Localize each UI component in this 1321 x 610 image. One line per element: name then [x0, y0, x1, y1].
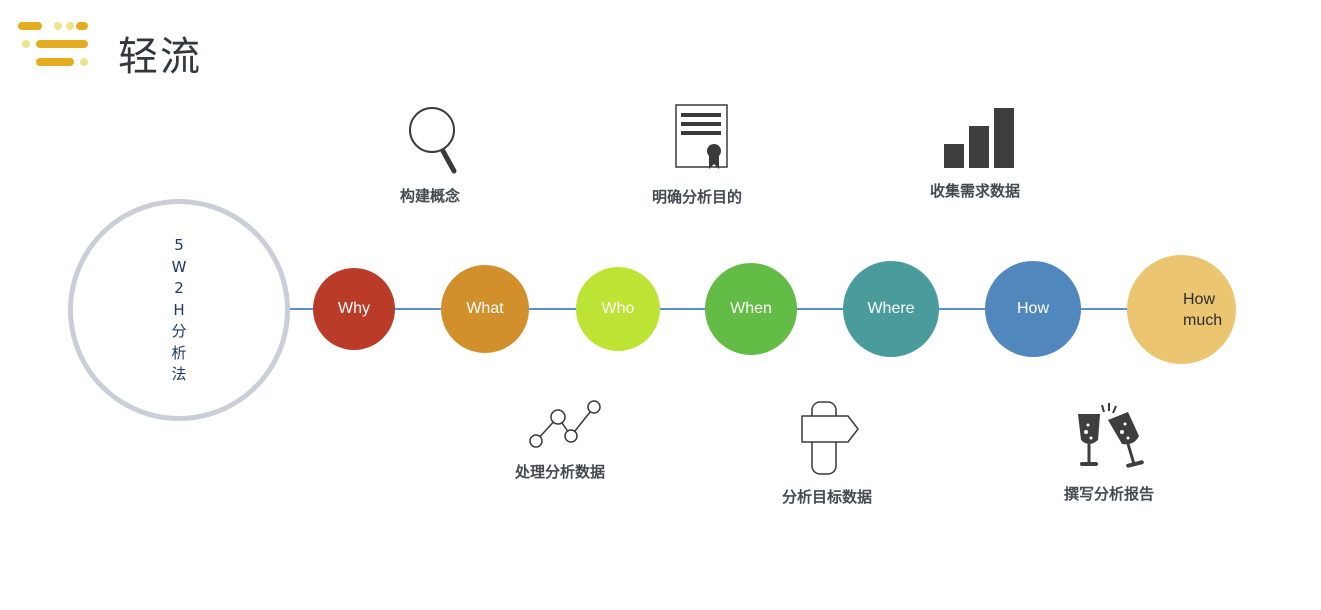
certificate-icon	[675, 104, 728, 169]
method-circle	[68, 199, 290, 421]
step-label-report: 撰写分析报告	[1064, 485, 1155, 503]
node-label: Who	[601, 300, 635, 317]
node-how-much: How much	[1127, 255, 1236, 364]
node-label: Where	[867, 300, 915, 317]
step-label-purpose: 明确分析目的	[652, 188, 743, 206]
node-where: Where	[843, 261, 939, 357]
step-label-collect: 收集需求数据	[930, 182, 1021, 200]
brand-logo: 轻流	[18, 14, 228, 80]
node-when: When	[705, 263, 797, 355]
magnifier-icon	[409, 107, 457, 174]
node-label: How much	[1155, 289, 1222, 331]
method-title-char: H	[173, 300, 185, 319]
line-graph-icon	[529, 400, 601, 448]
method-title-char: 析	[171, 343, 187, 362]
node-label: What	[466, 300, 504, 317]
signpost-icon	[801, 401, 859, 475]
method-title-char: 分	[171, 322, 187, 340]
node-label-line: much	[1183, 311, 1223, 329]
node-why: Why	[313, 268, 395, 350]
method-title-char: 5	[174, 236, 184, 254]
node-who: Who	[576, 267, 660, 351]
node-label: When	[730, 300, 772, 317]
step-label-concept: 构建概念	[400, 187, 461, 205]
step-label-target: 分析目标数据	[782, 488, 873, 506]
logo-mark-icon	[18, 22, 88, 66]
method-title: 5 W 2 H 分 析 法	[164, 235, 194, 386]
brand-name: 轻流	[118, 34, 202, 80]
node-label: Why	[338, 300, 370, 317]
node-how: How	[985, 261, 1081, 357]
node-label: How	[1016, 300, 1049, 317]
node-label-line: How	[1183, 290, 1216, 308]
node-what: What	[441, 265, 529, 353]
bar-chart-icon	[944, 108, 1014, 168]
step-label-process: 处理分析数据	[515, 463, 606, 481]
method-title-char: 2	[174, 279, 184, 297]
champagne-icon	[1078, 403, 1144, 468]
method-title-char: W	[171, 257, 187, 276]
method-title-char: 法	[171, 365, 187, 383]
